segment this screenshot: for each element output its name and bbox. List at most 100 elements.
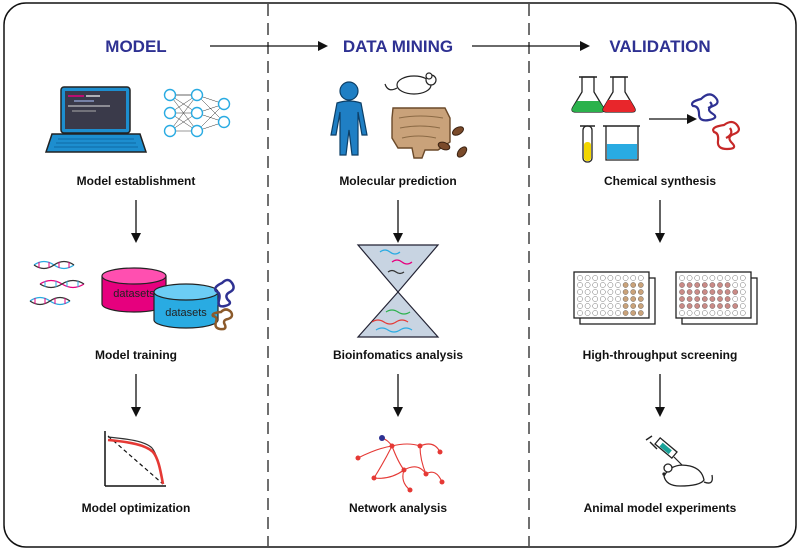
well xyxy=(709,310,716,316)
network-graph-icon xyxy=(355,435,445,493)
well xyxy=(709,303,716,309)
flask-red-icon xyxy=(602,76,636,113)
well xyxy=(724,310,731,316)
well xyxy=(732,275,739,281)
flask-green-icon xyxy=(571,76,605,113)
well xyxy=(592,296,599,302)
well xyxy=(622,303,629,309)
well xyxy=(630,282,637,288)
well xyxy=(686,282,693,288)
well xyxy=(724,289,731,295)
well xyxy=(717,310,723,316)
well xyxy=(584,275,591,281)
syringe-icon xyxy=(645,435,683,466)
well xyxy=(709,282,716,288)
well xyxy=(732,296,739,302)
well xyxy=(607,289,614,295)
well xyxy=(592,289,599,295)
well xyxy=(732,289,739,295)
well xyxy=(740,303,746,309)
well xyxy=(732,282,739,288)
well xyxy=(638,275,644,281)
well xyxy=(607,275,614,281)
label-model-optimization: Model optimization xyxy=(82,501,191,515)
well-plate-icon xyxy=(573,271,656,325)
well xyxy=(740,289,746,295)
well xyxy=(717,296,723,302)
well xyxy=(679,289,685,295)
well xyxy=(740,282,746,288)
well xyxy=(615,296,621,302)
well xyxy=(577,289,583,295)
well xyxy=(584,296,591,302)
well xyxy=(740,275,746,281)
well xyxy=(717,275,723,281)
well xyxy=(638,282,644,288)
protein-icon xyxy=(211,308,234,331)
lab-mouse-icon xyxy=(662,463,713,487)
well xyxy=(724,282,731,288)
well xyxy=(622,296,629,302)
well xyxy=(686,289,693,295)
molecule-red-icon xyxy=(712,120,741,151)
well xyxy=(592,282,599,288)
label-high-throughput-screening: High-throughput screening xyxy=(583,348,738,362)
well xyxy=(686,275,693,281)
well xyxy=(679,303,685,309)
well xyxy=(702,296,708,302)
well xyxy=(577,296,583,302)
well xyxy=(702,310,708,316)
label-model-establishment: Model establishment xyxy=(77,174,196,188)
header-model: MODEL xyxy=(105,37,166,56)
header-data-mining: DATA MINING xyxy=(343,37,453,56)
database-icon xyxy=(153,283,219,329)
well xyxy=(584,310,591,316)
well xyxy=(638,296,644,302)
well xyxy=(630,296,637,302)
label-model-training: Model training xyxy=(95,348,177,362)
well xyxy=(600,303,606,309)
well xyxy=(679,282,685,288)
label-animal-model-experiments: Animal model experiments xyxy=(584,501,737,515)
label-chemical-synthesis: Chemical synthesis xyxy=(604,174,716,188)
well xyxy=(607,303,614,309)
well xyxy=(607,282,614,288)
well xyxy=(592,303,599,309)
outer-frame xyxy=(3,2,797,548)
well xyxy=(630,275,637,281)
well xyxy=(679,310,685,316)
well xyxy=(630,303,637,309)
well xyxy=(709,296,716,302)
well xyxy=(732,303,739,309)
well xyxy=(638,310,644,316)
well xyxy=(717,303,723,309)
intestine-icon xyxy=(391,107,451,159)
bacteria-icon xyxy=(437,126,468,158)
dataset-label-cyan: datasets xyxy=(165,307,207,319)
well xyxy=(592,275,599,281)
well xyxy=(622,282,629,288)
well xyxy=(600,289,606,295)
well xyxy=(709,275,716,281)
label-network-analysis: Network analysis xyxy=(349,501,447,515)
funnel-analysis-icon xyxy=(356,244,440,338)
well xyxy=(694,275,701,281)
well xyxy=(607,296,614,302)
well xyxy=(702,289,708,295)
well xyxy=(724,303,731,309)
header-validation: VALIDATION xyxy=(609,37,710,56)
protein-icon xyxy=(214,278,235,308)
well xyxy=(740,296,746,302)
well xyxy=(702,275,708,281)
well xyxy=(607,310,614,316)
well xyxy=(679,275,685,281)
well xyxy=(702,282,708,288)
well xyxy=(615,310,621,316)
well-plate-icon xyxy=(675,271,758,325)
well xyxy=(592,310,599,316)
test-tube-icon xyxy=(580,125,595,163)
laptop-icon xyxy=(44,86,148,153)
well xyxy=(686,296,693,302)
well xyxy=(615,303,621,309)
